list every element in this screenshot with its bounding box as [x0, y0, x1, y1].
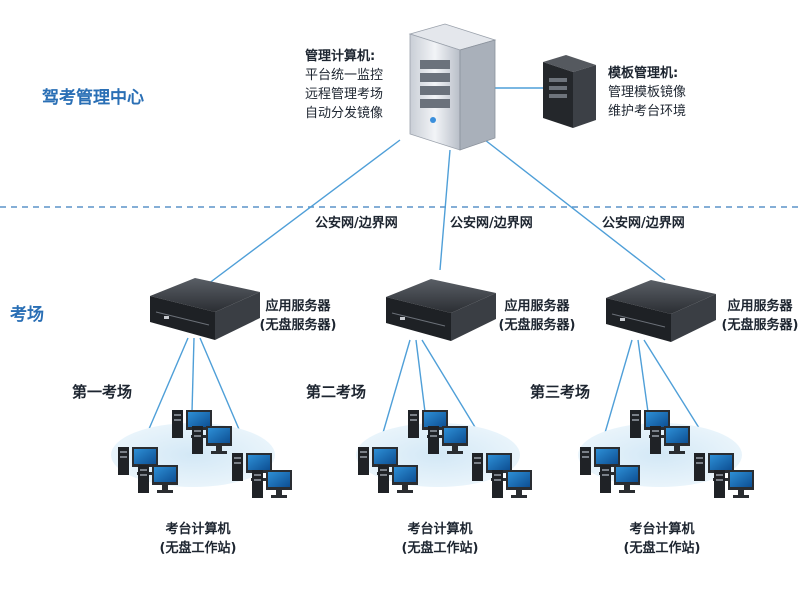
- workstation-icon: [714, 470, 754, 498]
- app-server-icon: [606, 280, 716, 342]
- workstation-icon: [138, 465, 178, 493]
- template-pc-text: 模板管理机: 管理模板镜像 维护考台环境: [608, 64, 686, 121]
- workstation-icon: [650, 426, 690, 454]
- workstation-label-2: 考台计算机 (无盘工作站): [402, 520, 479, 558]
- connections: [139, 87, 717, 456]
- template-pc-line: 管理模板镜像: [608, 85, 687, 100]
- network-label: 公安网/边界网: [602, 216, 685, 231]
- server-title: 应用服务器: [504, 299, 570, 314]
- workstation-icon: [630, 410, 670, 438]
- management-pc-line: 平台统一监控: [305, 68, 384, 83]
- server-group: [150, 278, 716, 342]
- workstation-icon: [492, 470, 532, 498]
- workstation-label-3: 考台计算机 (无盘工作站): [624, 520, 701, 558]
- workstation-icon: [252, 470, 292, 498]
- template-pc-icon: [543, 55, 596, 128]
- app-server-icon: [150, 278, 260, 340]
- server-subtitle: (无盘服务器): [259, 318, 337, 333]
- server-subtitle: (无盘服务器): [721, 318, 799, 333]
- workstation-title: 考台计算机: [407, 522, 473, 537]
- workstation-ellipse-group: [111, 423, 742, 487]
- workstation-title: 考台计算机: [629, 522, 695, 537]
- site-name-2: 第二考场: [306, 383, 367, 401]
- workstation-label-1: 考台计算机 (无盘工作站): [160, 520, 237, 558]
- site-name-3: 第三考场: [530, 383, 591, 401]
- workstation-title: 考台计算机: [165, 522, 231, 537]
- workstation-subtitle: (无盘工作站): [159, 541, 237, 556]
- server-label-3: 应用服务器 (无盘服务器): [722, 297, 799, 335]
- workstation-group: [118, 410, 754, 498]
- management-pc-title: 管理计算机:: [305, 49, 376, 64]
- management-pc-text: 管理计算机: 平台统一监控 远程管理考场 自动分发镜像: [305, 47, 383, 123]
- workstation-icon: [172, 410, 212, 438]
- exam-site-label: 考场: [10, 305, 44, 325]
- server-label-1: 应用服务器 (无盘服务器): [260, 297, 337, 335]
- workstation-icon: [428, 426, 468, 454]
- workstation-icon: [600, 465, 640, 493]
- management-pc-icon: [408, 23, 497, 151]
- server-title: 应用服务器: [265, 299, 331, 314]
- server-subtitle: (无盘服务器): [498, 318, 576, 333]
- control-center-label: 驾考管理中心: [42, 88, 144, 108]
- workstation-subtitle: (无盘工作站): [623, 541, 701, 556]
- template-pc-title: 模板管理机:: [608, 66, 679, 81]
- workstation-subtitle: (无盘工作站): [401, 541, 479, 556]
- network-label: 公安网/边界网: [315, 216, 398, 231]
- management-pc-line: 远程管理考场: [305, 87, 384, 102]
- site-name-1: 第一考场: [72, 383, 133, 401]
- workstation-icon: [192, 426, 232, 454]
- workstation-icon: [694, 453, 734, 481]
- app-server-icon: [386, 279, 496, 341]
- server-title: 应用服务器: [727, 299, 793, 314]
- management-pc-line: 自动分发镜像: [305, 106, 384, 121]
- template-pc-line: 维护考台环境: [608, 104, 687, 119]
- server-label-2: 应用服务器 (无盘服务器): [499, 297, 576, 335]
- network-label: 公安网/边界网: [450, 216, 533, 231]
- workstation-icon: [378, 465, 418, 493]
